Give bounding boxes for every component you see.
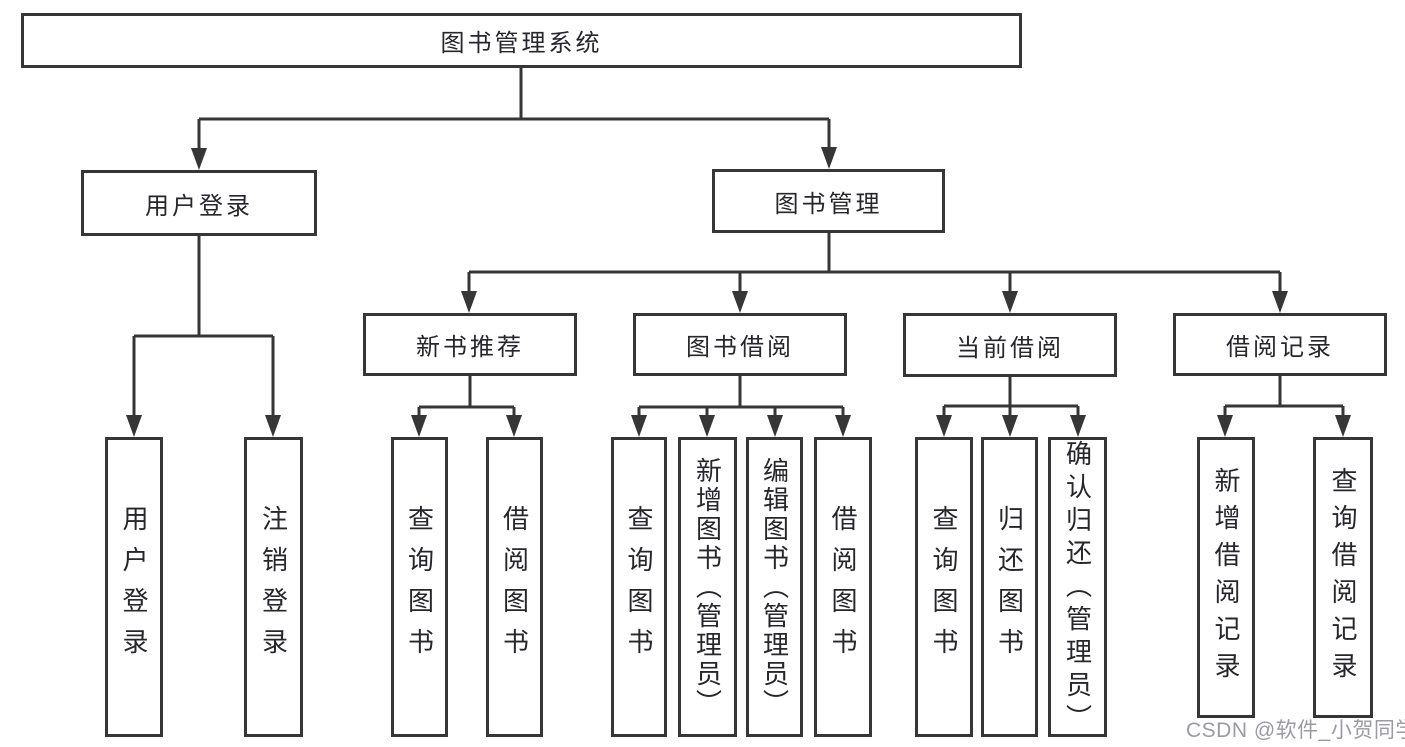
node-book-borrow-label: 图书借阅: [686, 334, 794, 361]
leaf-logout: 注销登录: [244, 437, 303, 737]
leaf-confirm-return-admin: 确认归还（管理员）: [1048, 437, 1107, 737]
node-book-management: 图书管理: [712, 169, 945, 233]
node-new-book-recommend: 新书推荐: [363, 313, 577, 376]
leaf-query-borrow-record: 查询借阅记录: [1313, 437, 1373, 718]
leaf-add-books-admin-label: 新增图书（管理员）: [692, 456, 723, 718]
leaf-query-books-recommend: 查询图书: [391, 437, 448, 737]
leaf-borrow-books-recommend-label: 借阅图书: [499, 505, 530, 669]
leaf-query-books-borrow: 查询图书: [611, 437, 667, 737]
leaf-user-login: 用户登录: [105, 437, 163, 737]
leaf-add-books-admin: 新增图书（管理员）: [678, 437, 737, 737]
leaf-borrow-books: 借阅图书: [814, 437, 872, 737]
csdn-watermark: CSDN @软件_小贺同学: [1186, 719, 1405, 742]
leaf-query-books-borrow-label: 查询图书: [624, 505, 654, 669]
node-current-borrow: 当前借阅: [903, 313, 1117, 377]
leaf-logout-label: 注销登录: [258, 505, 289, 669]
node-root: 图书管理系统: [21, 13, 1022, 68]
leaf-query-books-current: 查询图书: [915, 437, 973, 737]
leaf-edit-books-admin-label: 编辑图书（管理员）: [759, 456, 790, 718]
node-current-borrow-label: 当前借阅: [956, 334, 1064, 362]
leaf-edit-books-admin: 编辑图书（管理员）: [746, 437, 803, 737]
node-root-label: 图书管理系统: [440, 30, 603, 57]
leaf-query-borrow-record-label: 查询借阅记录: [1328, 466, 1358, 689]
leaf-add-borrow-record: 新增借阅记录: [1197, 437, 1255, 718]
leaf-add-borrow-record-label: 新增借阅记录: [1211, 466, 1241, 689]
node-book-borrow: 图书借阅: [633, 313, 847, 376]
leaf-user-login-label: 用户登录: [119, 505, 149, 669]
node-new-book-recommend-label: 新书推荐: [416, 334, 524, 361]
node-book-management-label: 图书管理: [774, 190, 883, 218]
leaf-borrow-books-label: 借阅图书: [828, 505, 858, 669]
leaf-confirm-return-admin-label: 确认归还（管理员）: [1062, 440, 1093, 737]
leaf-query-books-current-label: 查询图书: [929, 505, 959, 669]
node-user-login: 用户登录: [81, 170, 317, 236]
node-borrow-records: 借阅记录: [1173, 313, 1387, 376]
leaf-return-books-label: 归还图书: [994, 505, 1025, 669]
leaf-borrow-books-recommend: 借阅图书: [486, 437, 543, 737]
leaf-query-books-recommend-label: 查询图书: [404, 505, 435, 669]
node-user-login-label: 用户登录: [145, 192, 253, 220]
node-borrow-records-label: 借阅记录: [1226, 334, 1334, 361]
leaf-return-books: 归还图书: [981, 437, 1038, 737]
